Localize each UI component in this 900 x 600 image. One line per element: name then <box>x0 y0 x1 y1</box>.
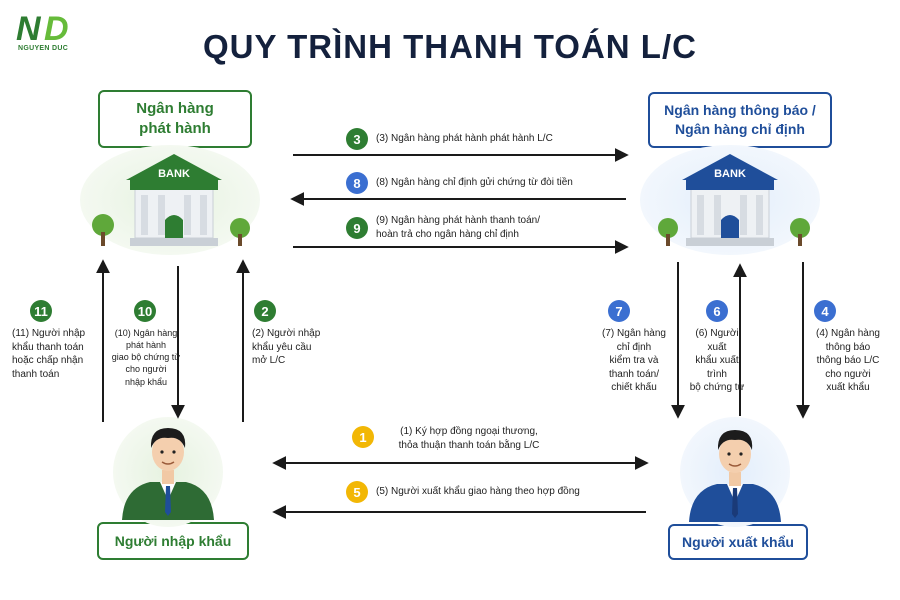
step-11-badge: 11 <box>30 300 52 322</box>
step-4-badge: 4 <box>814 300 836 322</box>
svg-text:BANK: BANK <box>714 168 746 180</box>
step-3-label: (3) Ngân hàng phát hành phát hành L/C <box>376 133 553 144</box>
advising-bank-label: Ngân hàng thông báo / Ngân hàng chỉ định <box>648 92 832 148</box>
step-11-label: (11) Người nhập khẩu thanh toán hoặc chấ… <box>12 328 86 380</box>
step-4-label: (4) Ngân hàng thông báo thông báo L/C ch… <box>816 328 880 393</box>
step-5-badge: 5 <box>346 481 368 503</box>
step-10-label: (10) Ngân hàng phát hành giao bộ chứng t… <box>111 328 181 387</box>
importer-person-icon <box>113 417 223 527</box>
step-2-label: (2) Người nhập khẩu yêu cầu mở L/C <box>252 328 321 366</box>
logo-mark: N D <box>16 10 69 48</box>
advising-bank-icon: BANK <box>640 145 820 255</box>
exporter-person-icon <box>680 417 790 527</box>
svg-text:BANK: BANK <box>158 168 190 180</box>
page-title: QUY TRÌNH THANH TOÁN L/C <box>203 28 697 65</box>
step-1-badge: 1 <box>352 426 374 448</box>
svg-text:D: D <box>44 10 69 48</box>
step-7-label: (7) Ngân hàng chỉ định kiểm tra và thanh… <box>602 328 666 393</box>
importer-label: Người nhập khẩu <box>97 522 249 560</box>
step-3-badge: 3 <box>346 128 368 150</box>
step-8-badge: 8 <box>346 172 368 194</box>
issuing-bank-icon: BANK <box>80 145 260 255</box>
step-6-label: (6) Người xuất khẩu xuất trình bộ chứng … <box>689 328 745 393</box>
svg-text:N: N <box>16 10 42 48</box>
step-8-label: (8) Ngân hàng chỉ định gửi chứng từ đòi … <box>376 177 573 188</box>
logo-text: NGUYEN DUC <box>18 45 69 52</box>
step-5-label: (5) Người xuất khẩu giao hàng theo hợp đ… <box>376 486 580 497</box>
step-1-label: (1) Ký hợp đồng ngoại thương, thỏa thuận… <box>398 426 540 451</box>
step-7-badge: 7 <box>608 300 630 322</box>
step-10-badge: 10 <box>134 300 156 322</box>
step-9-label: (9) Ngân hàng phát hành thanh toán/ hoàn… <box>376 215 541 240</box>
step-9-badge: 9 <box>346 217 368 239</box>
issuing-bank-label: Ngân hàng phát hành <box>98 90 252 148</box>
step-2-badge: 2 <box>254 300 276 322</box>
step-6-badge: 6 <box>706 300 728 322</box>
